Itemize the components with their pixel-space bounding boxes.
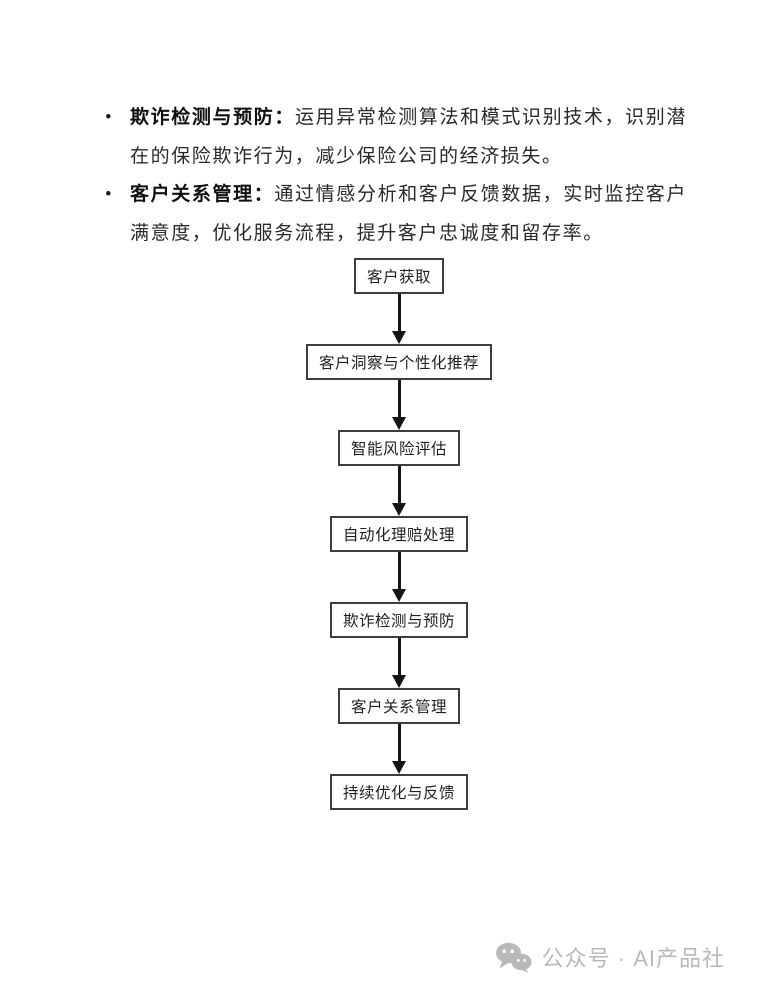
arrow-head-icon: [392, 503, 406, 516]
flow-node-crm: 客户关系管理: [337, 688, 460, 724]
bullet-label: 客户关系管理：: [130, 184, 275, 205]
wechat-icon: [495, 942, 532, 973]
bullet-paragraph: 欺诈检测与预防：运用异常检测算法和模式识别技术，识别潜在的保险欺诈行为，减少保险…: [130, 99, 687, 176]
flowchart: 客户获取 客户洞察与个性化推荐 智能风险评估 自动化理赔处理 欺诈检测与预防 客…: [19, 258, 765, 810]
flow-node-risk-assessment: 智能风险评估: [337, 430, 460, 466]
flow-arrow: [392, 466, 406, 516]
footer-watermark: 公众号 · AI产品社: [495, 941, 725, 973]
flow-arrow: [392, 380, 406, 430]
flow-node-claims-processing: 自动化理赔处理: [329, 516, 468, 552]
flow-arrow: [392, 724, 406, 774]
arrow-head-icon: [392, 331, 406, 344]
arrow-head-icon: [392, 675, 406, 688]
arrow-head-icon: [392, 417, 406, 430]
arrow-line: [397, 552, 401, 589]
flow-node-feedback: 持续优化与反馈: [329, 774, 468, 810]
bullet-text: 运用异常检测算法和模式识别技术，识别潜在的保险欺诈行为，减少保险公司的经济损失。: [130, 107, 687, 167]
arrow-head-icon: [392, 761, 406, 774]
arrow-line: [397, 466, 401, 503]
arrow-line: [397, 380, 401, 417]
bullet-item-crm: • 客户关系管理：通过情感分析和客户反馈数据，实时监控客户满意度，优化服务流程，…: [105, 176, 687, 253]
bullet-item-fraud-detection: • 欺诈检测与预防：运用异常检测算法和模式识别技术，识别潜在的保险欺诈行为，减少…: [105, 99, 687, 176]
arrow-line: [397, 724, 401, 761]
bullet-marker: •: [105, 107, 112, 128]
watermark-text: 公众号 · AI产品社: [541, 946, 725, 971]
arrow-head-icon: [392, 589, 406, 602]
bullet-text: 通过情感分析和客户反馈数据，实时监控客户满意度，优化服务流程，提升客户忠诚度和留…: [130, 184, 687, 244]
flow-node-customer-acquisition: 客户获取: [353, 258, 444, 294]
bullet-label: 欺诈检测与预防：: [130, 107, 296, 128]
flow-arrow: [392, 552, 406, 602]
bullet-list: • 欺诈检测与预防：运用异常检测算法和模式识别技术，识别潜在的保险欺诈行为，减少…: [105, 99, 687, 253]
arrow-line: [397, 294, 401, 331]
flow-node-fraud-detection: 欺诈检测与预防: [329, 602, 468, 638]
flow-node-customer-insight: 客户洞察与个性化推荐: [305, 344, 492, 380]
flow-arrow: [392, 294, 406, 344]
bullet-paragraph: 客户关系管理：通过情感分析和客户反馈数据，实时监控客户满意度，优化服务流程，提升…: [130, 176, 687, 253]
bullet-marker: •: [105, 184, 112, 205]
flow-arrow: [392, 638, 406, 688]
arrow-line: [397, 638, 401, 675]
